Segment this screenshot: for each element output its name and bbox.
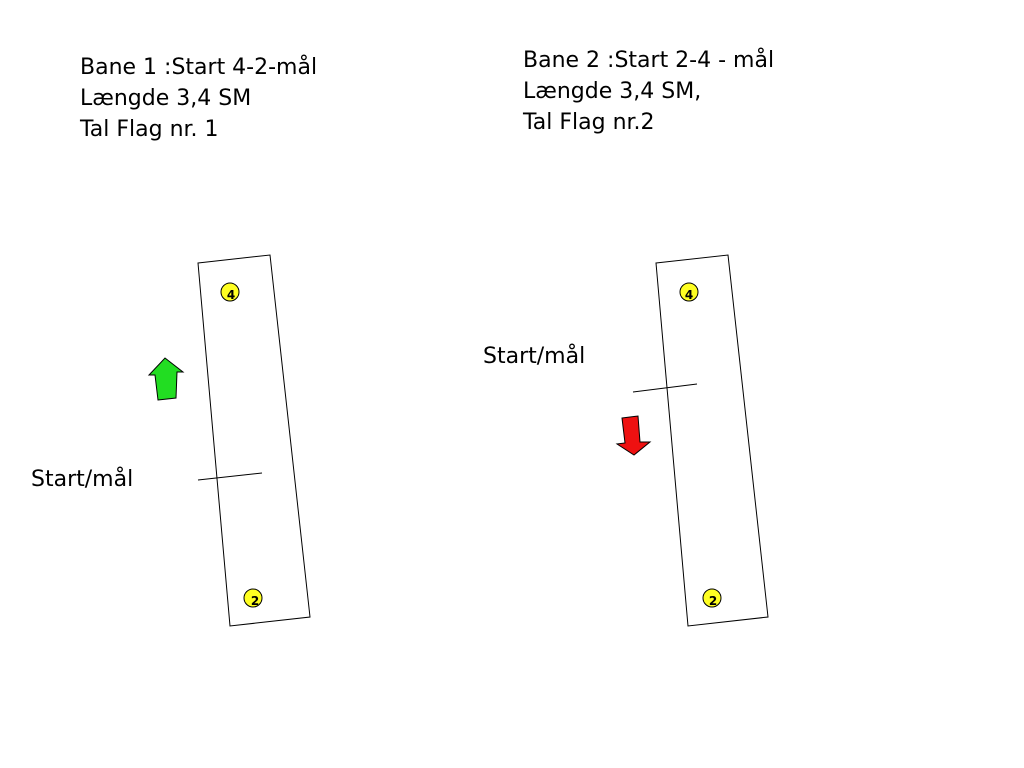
course-2-title: Bane 2 :Start 2-4 - mål xyxy=(523,48,775,73)
course-1-direction-arrow-icon xyxy=(147,357,185,401)
course-2-bottom-buoy-icon xyxy=(702,588,722,608)
course-1-length: Længde 3,4 SM xyxy=(80,86,252,111)
course-1-start-line xyxy=(197,472,263,481)
course-2-top-buoy-label: 4 xyxy=(685,288,693,302)
course-2-length: Længde 3,4 SM, xyxy=(523,79,702,104)
course-1-top-buoy-label: 4 xyxy=(227,288,235,302)
course-1-start-label: Start/mål xyxy=(31,467,134,492)
course-1-info: Bane 1 :Start 4-2-mål Længde 3,4 SM Tal … xyxy=(80,52,317,145)
course-2-direction-arrow-icon xyxy=(615,415,652,456)
course-1-diagram: 4 2 xyxy=(147,254,311,627)
course-1-title: Bane 1 :Start 4-2-mål xyxy=(80,55,318,80)
course-2-info: Bane 2 :Start 2-4 - mål Længde 3,4 SM, T… xyxy=(523,45,774,138)
course-2-area xyxy=(655,254,769,627)
course-2-top-buoy-icon xyxy=(679,282,699,302)
course-1-bottom-buoy-label: 2 xyxy=(251,594,259,608)
course-1-area xyxy=(197,254,311,627)
course-2-diagram: 4 2 xyxy=(615,254,769,627)
course-2-bottom-buoy-label: 2 xyxy=(709,594,717,608)
course-1-top-buoy-icon xyxy=(220,282,240,302)
course-2-start-label: Start/mål xyxy=(483,344,586,369)
course-1-bottom-buoy-icon xyxy=(243,588,263,608)
course-1-flag: Tal Flag nr. 1 xyxy=(80,117,219,142)
course-2-start-line xyxy=(632,383,698,393)
course-2-flag: Tal Flag nr.2 xyxy=(523,110,655,135)
